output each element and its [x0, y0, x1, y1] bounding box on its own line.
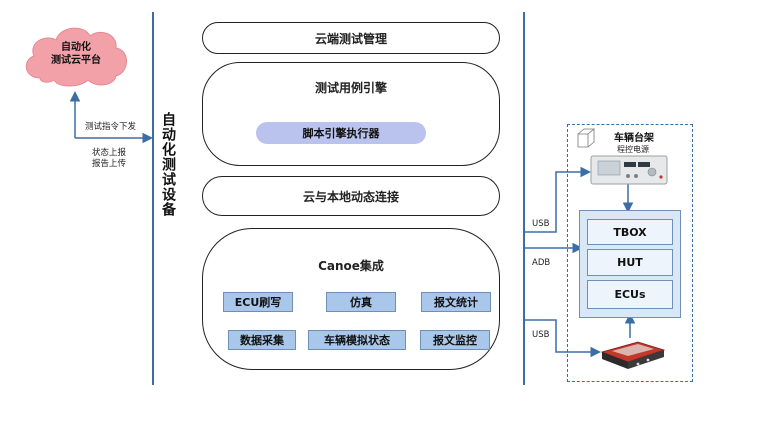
module-message-stats: 报文统计 — [421, 292, 491, 312]
cloud-label-line1: 自动化 — [61, 42, 91, 53]
unit-hut-label: HUT — [617, 256, 643, 269]
command-down-label: 测试指令下发 — [85, 122, 137, 132]
bench-title: 车辆台架 — [614, 133, 654, 144]
script-engine-label: 脚本引擎执行器 — [302, 127, 380, 140]
cloud-label-line2: 测试云平台 — [51, 55, 101, 66]
module-simulation: 仿真 — [326, 292, 396, 312]
power-supply-label: 程控电源 — [617, 145, 649, 154]
test-engine-layer: 测试用例引擎 — [202, 62, 500, 166]
adb-label: ADB — [532, 258, 551, 268]
module-vehicle-state-sim: 车辆模拟状态 — [308, 330, 406, 350]
module-message-monitor-label: 报文监控 — [433, 334, 477, 347]
report-upload-label: 报告上传 — [92, 159, 127, 169]
module-ecu-flash: ECU刷写 — [223, 292, 293, 312]
device-left-boundary — [152, 12, 154, 385]
cloud-icon — [25, 27, 127, 87]
unit-ecus: ECUs — [587, 280, 673, 309]
unit-tbox: TBOX — [587, 219, 673, 245]
module-data-acquisition: 数据采集 — [228, 330, 296, 350]
interface-device-icon — [600, 341, 666, 369]
module-vehicle-state-sim-label: 车辆模拟状态 — [324, 334, 390, 347]
script-engine-executor: 脚本引擎执行器 — [256, 122, 426, 144]
unit-tbox-label: TBOX — [613, 225, 647, 239]
module-data-acquisition-label: 数据采集 — [240, 334, 284, 347]
dynamic-connection-layer: 云与本地动态连接 — [202, 176, 500, 216]
test-engine-label: 测试用例引擎 — [314, 81, 387, 95]
usb-top-label: USB — [532, 219, 550, 229]
cloud-management-layer: 云端测试管理 — [202, 22, 500, 54]
unit-ecus-label: ECUs — [614, 288, 646, 301]
status-report-label: 状态上报 — [92, 148, 127, 158]
vehicle-bench-container — [567, 124, 693, 382]
unit-hut: HUT — [587, 249, 673, 276]
device-title: 自动化测试设备 — [160, 112, 176, 217]
dynamic-connection-label: 云与本地动态连接 — [302, 189, 399, 204]
module-ecu-flash-label: ECU刷写 — [234, 296, 282, 309]
module-message-monitor: 报文监控 — [420, 330, 490, 350]
cube-icon — [577, 128, 596, 148]
device-right-boundary — [523, 12, 525, 385]
module-message-stats-label: 报文统计 — [434, 296, 478, 309]
cloud-management-label: 云端测试管理 — [314, 31, 387, 46]
cloud-platform: 自动化 测试云平台 — [18, 20, 134, 92]
canoe-integration-label: Canoe集成 — [318, 259, 384, 273]
module-simulation-label: 仿真 — [350, 296, 372, 309]
power-supply-icon — [590, 155, 668, 185]
usb-bottom-label: USB — [532, 330, 550, 340]
